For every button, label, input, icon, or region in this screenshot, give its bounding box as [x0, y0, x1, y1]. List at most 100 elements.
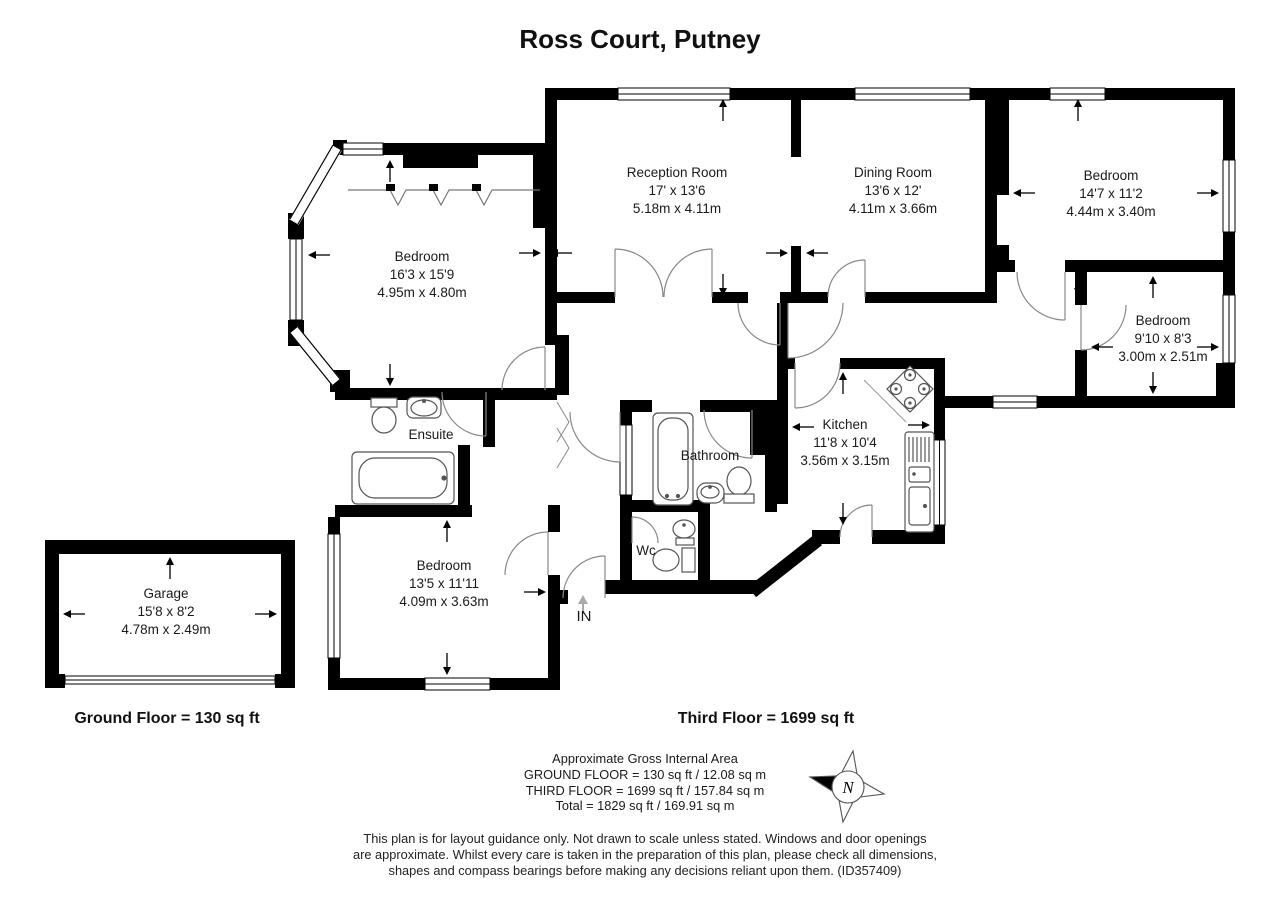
dimension-arrow: [443, 653, 451, 675]
dimension-arrow: [550, 249, 572, 257]
dimension-arrow: [63, 610, 85, 618]
window: [619, 424, 633, 496]
dimension-arrow: [839, 372, 847, 394]
dimension-arrow: [308, 251, 330, 259]
window: [327, 533, 341, 659]
room-label-bedroom-left: Bedroom 16'3 x 15'9 4.95m x 4.80m: [322, 248, 522, 302]
room-name: Bedroom: [416, 558, 472, 573]
dimension-arrow: [1013, 189, 1035, 197]
room-label-ensuite: Ensuite: [408, 427, 454, 442]
dimension-arrow: [719, 274, 727, 296]
room-dim-imperial: 13'5 x 11'11: [409, 576, 479, 591]
dimension-arrow: [386, 160, 394, 182]
dimension-arrow: [1074, 274, 1082, 296]
room-dim-metric: 4.95m x 4.80m: [377, 285, 467, 300]
window: [854, 87, 971, 101]
disclaimer-text: This plan is for layout guidance only. N…: [315, 831, 975, 879]
door-arcs-group: [441, 248, 1127, 599]
room-dim-imperial: 16'3 x 15'9: [389, 267, 455, 282]
dimension-arrow: [792, 423, 814, 431]
room-label-bedroom-bottom: Bedroom 13'5 x 11'11 4.09m x 3.63m: [344, 557, 544, 611]
room-dim-metric: 4.78m x 2.49m: [121, 622, 211, 637]
walls-group: [45, 88, 1235, 690]
dimension-arrow: [839, 503, 847, 525]
room-label-bathroom: Bathroom: [680, 448, 740, 463]
dimension-arrow: [1197, 343, 1219, 351]
dimension-arrow: [519, 249, 541, 257]
dimension-arrow: [524, 588, 546, 596]
toilet-icon: [723, 466, 755, 504]
page-title: Ross Court, Putney: [519, 24, 761, 54]
room-label-bedroom-top-right: Bedroom 14'7 x 11'2 4.44m x 3.40m: [1011, 167, 1211, 221]
area-summary-total: Total = 1829 sq ft / 169.91 sq m: [555, 798, 735, 814]
stove-icon: [886, 365, 934, 413]
room-name: Dining Room: [853, 165, 933, 180]
disclaimer-line2: are approximate. Whilst every care is ta…: [353, 847, 937, 862]
room-name: Bedroom: [1083, 168, 1139, 183]
room-label-wc: Wc: [636, 543, 656, 558]
room-label-bedroom-right: Bedroom 9'10 x 8'3 3.00m x 2.51m: [1068, 312, 1258, 366]
dimension-arrow: [1091, 343, 1113, 351]
svg-text:N: N: [841, 778, 855, 797]
dimension-arrow: [1074, 99, 1082, 121]
room-dim-metric: 4.09m x 3.63m: [399, 594, 489, 609]
window: [424, 677, 491, 691]
angled-wall: [747, 534, 823, 598]
dimension-arrow: [386, 364, 394, 386]
room-dim-imperial: 17' x 13'6: [648, 183, 706, 198]
dimension-arrow: [908, 421, 930, 429]
dimension-arrow: [255, 610, 277, 618]
window: [342, 142, 384, 156]
dimension-arrow: [1149, 372, 1157, 394]
sink-icon: [696, 482, 725, 504]
room-dim-metric: 3.00m x 2.51m: [1118, 349, 1208, 364]
entrance-label: IN: [576, 608, 592, 625]
disclaimer-line1: This plan is for layout guidance only. N…: [363, 831, 927, 846]
window: [1049, 87, 1106, 101]
room-name: Kitchen: [822, 417, 868, 432]
room-dim-imperial: 13'6 x 12': [864, 183, 922, 198]
dimension-arrows-group: [63, 99, 1219, 675]
room-dim-metric: 4.11m x 3.66m: [848, 201, 938, 216]
area-summary: Approximate Gross Internal Area GROUND F…: [440, 751, 850, 814]
window: [289, 238, 303, 321]
kitchen-sink-icon: [904, 431, 935, 533]
fixtures-group: [351, 365, 935, 573]
room-label-kitchen: Kitchen 11'8 x 10'4 3.56m x 3.15m: [745, 416, 945, 470]
room-name: Bedroom: [1135, 313, 1191, 328]
bay-glazing-zigzag: [348, 184, 540, 207]
window: [992, 395, 1038, 409]
bath-icon: [652, 412, 694, 506]
room-dim-metric: 3.56m x 3.15m: [800, 453, 890, 468]
room-dim-imperial: 15'8 x 8'2: [137, 604, 195, 619]
window: [617, 87, 731, 101]
room-dim-imperial: 9'10 x 8'3: [1134, 331, 1192, 346]
room-label-reception: Reception Room 17' x 13'6 5.18m x 4.11m: [577, 164, 777, 218]
area-summary-third: THIRD FLOOR = 1699 sq ft / 157.84 sq m: [525, 782, 765, 798]
toilet-icon: [370, 397, 398, 434]
area-summary-ground: GROUND FLOOR = 130 sq ft / 12.08 sq m: [523, 766, 767, 782]
windows-group: [64, 87, 1236, 691]
room-dim-metric: 4.44m x 3.40m: [1066, 204, 1156, 219]
room-name: Bedroom: [394, 249, 450, 264]
lobby-chevrons: [556, 401, 570, 469]
room-name: Reception Room: [626, 165, 728, 180]
dimension-arrow: [766, 249, 788, 257]
room-label-dining: Dining Room 13'6 x 12' 4.11m x 3.66m: [793, 164, 993, 218]
entrance-arrow-icon: [578, 595, 588, 614]
window: [1222, 159, 1236, 233]
toilet-icon: [652, 547, 696, 573]
room-dim-imperial: 11'8 x 10'4: [813, 435, 877, 450]
room-dim-imperial: 14'7 x 11'2: [1079, 186, 1143, 201]
dimension-arrow: [443, 520, 451, 542]
dimension-arrow: [166, 557, 174, 579]
ground-floor-area-label: Ground Floor = 130 sq ft: [74, 710, 260, 727]
room-name: Garage: [143, 586, 189, 601]
disclaimer-line3: shapes and compass bearings before makin…: [388, 863, 902, 878]
dimension-arrow: [719, 99, 727, 121]
dimension-arrow: [806, 249, 828, 257]
bath-icon: [351, 451, 455, 505]
sink-icon: [672, 519, 696, 546]
bay-window: [289, 144, 342, 386]
